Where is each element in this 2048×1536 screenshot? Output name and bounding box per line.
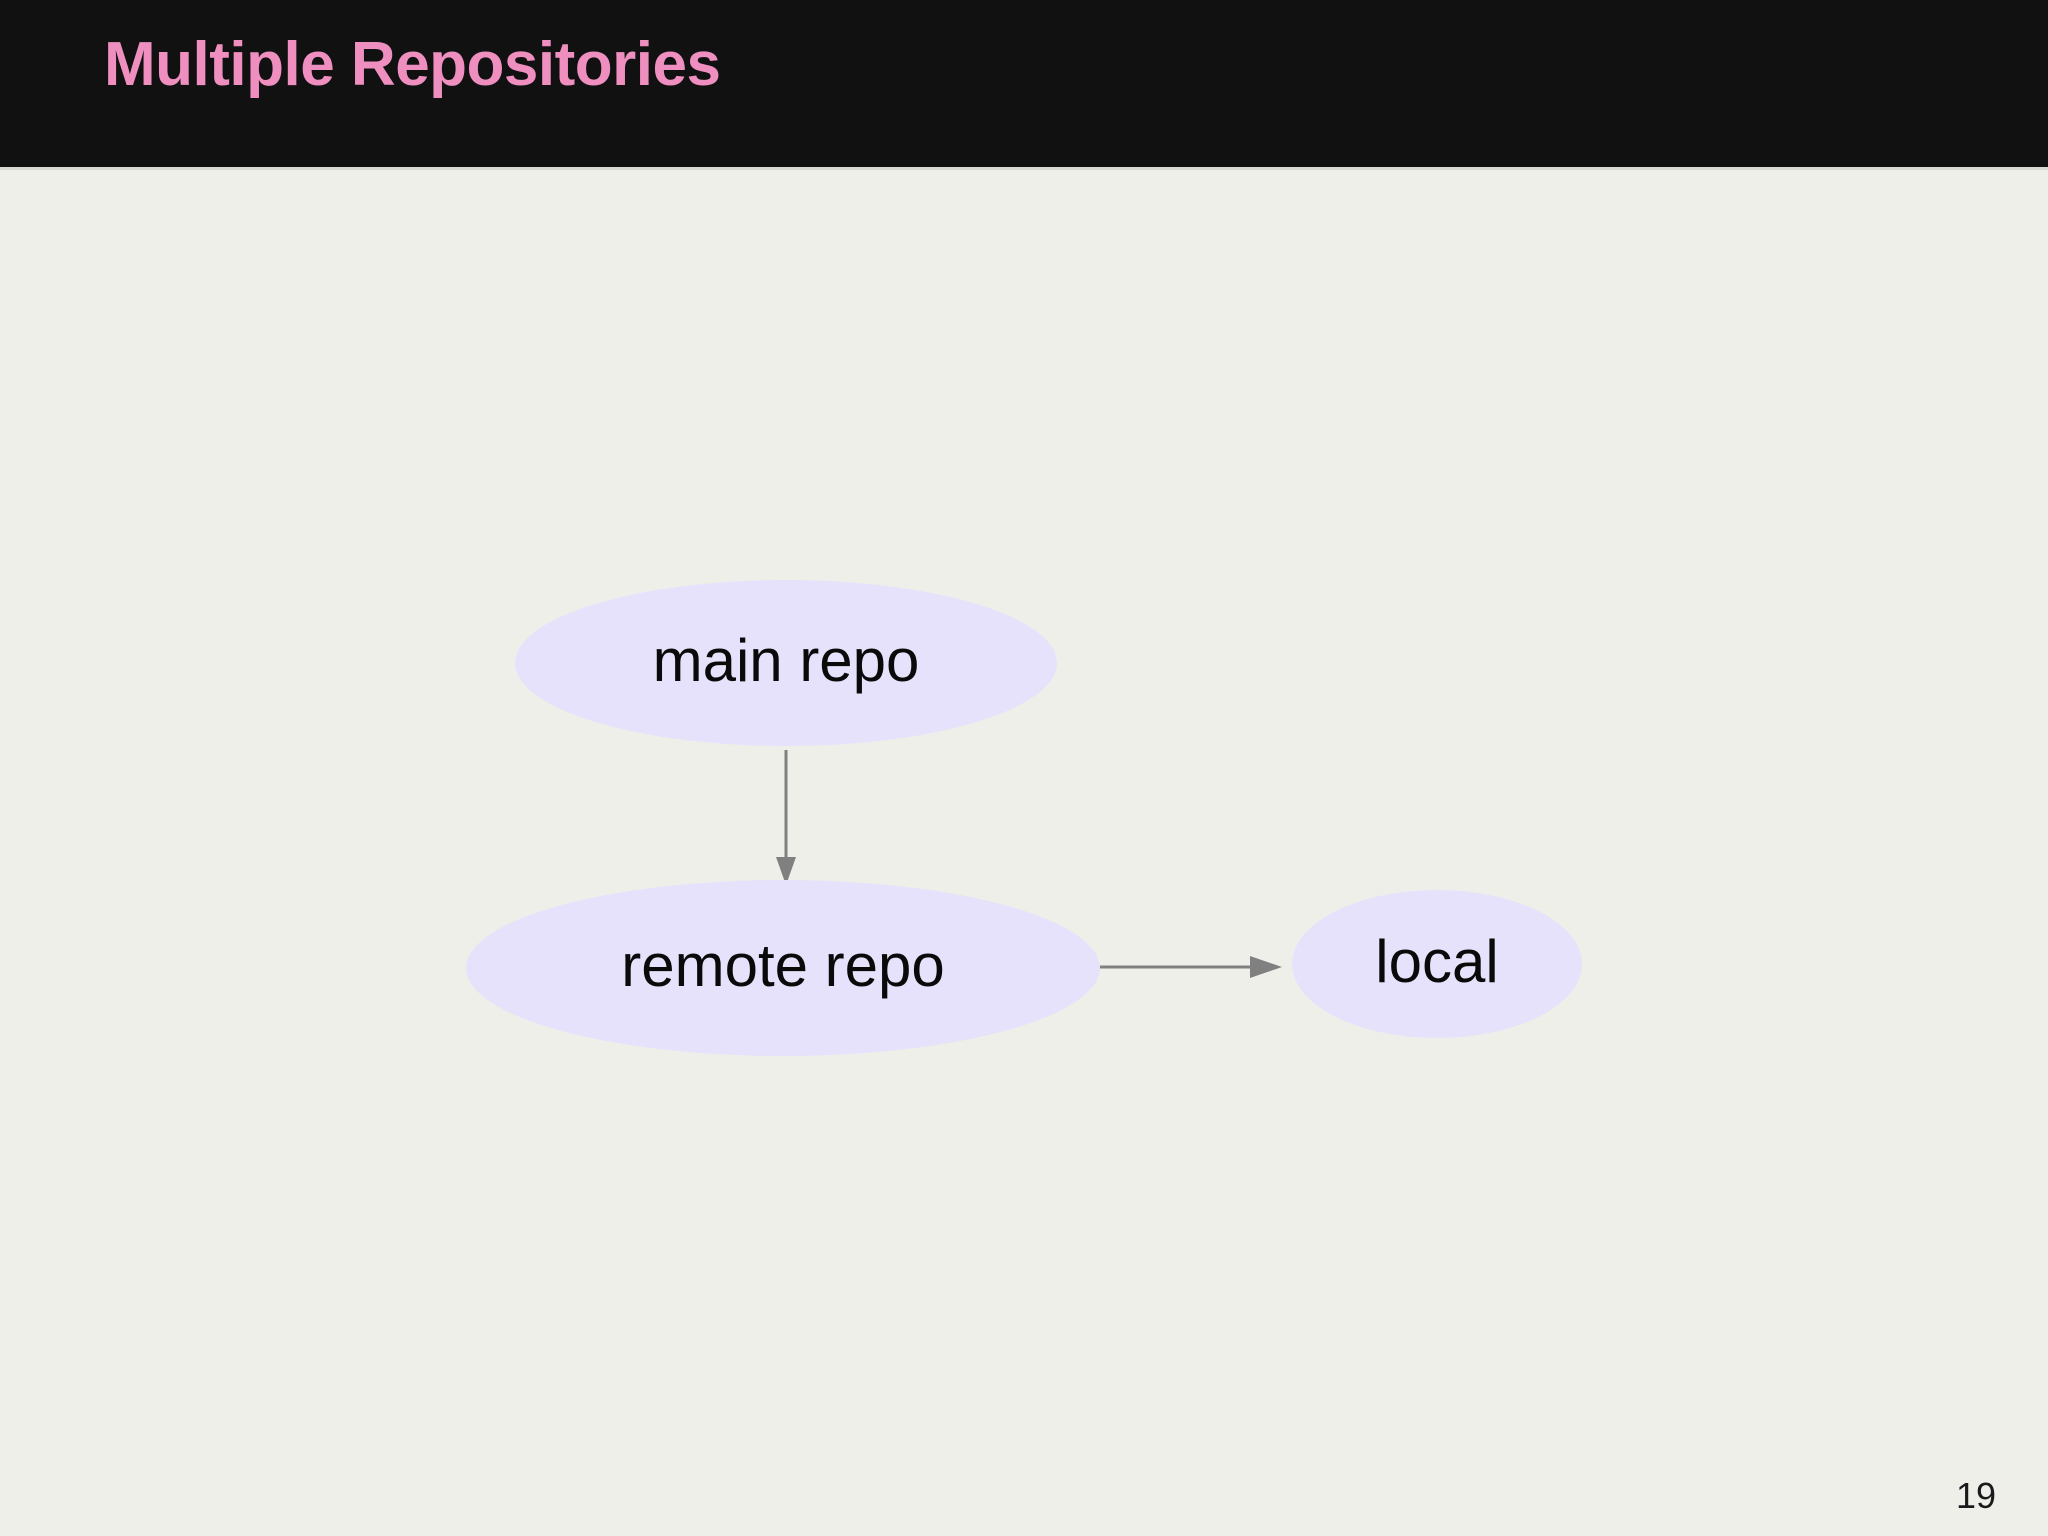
node-remote-repo-label: remote repo — [621, 932, 945, 999]
edge-remote-repo-to-local — [1100, 956, 1282, 978]
diagram-edges — [776, 750, 1282, 978]
page-title: Multiple Repositories — [104, 30, 721, 99]
slide-header-bar — [0, 0, 2048, 167]
node-remote-repo[interactable]: remote repo — [466, 880, 1100, 1056]
node-local[interactable]: local — [1292, 890, 1582, 1038]
arrowhead-right-icon — [1250, 956, 1282, 978]
node-main-repo[interactable]: main repo — [515, 580, 1057, 746]
node-local-label: local — [1375, 928, 1499, 995]
header-divider — [0, 167, 2048, 170]
repository-flow-diagram: main repo remote repo local — [0, 167, 2048, 1536]
page-number: 19 — [1955, 1475, 1996, 1516]
edge-main-repo-to-remote-repo — [776, 750, 796, 885]
node-main-repo-label: main repo — [652, 627, 920, 694]
